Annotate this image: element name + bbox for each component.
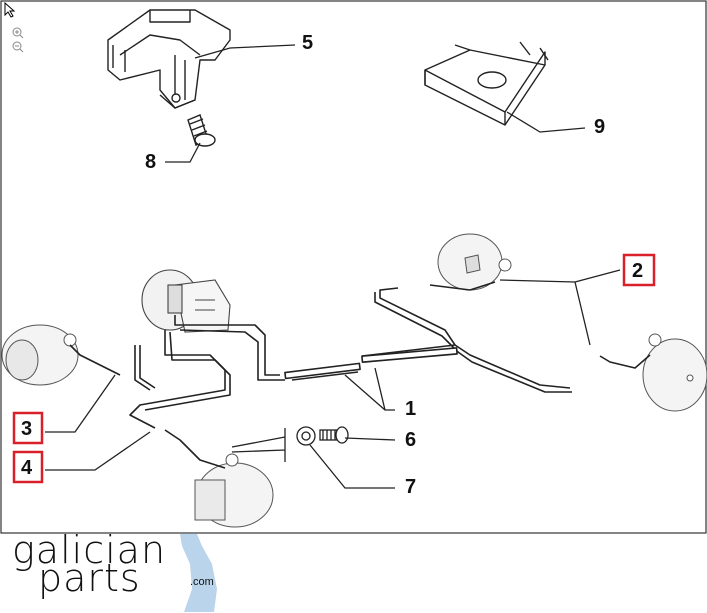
callout-4-box[interactable]: 4 (12, 450, 44, 484)
part-5-bracket[interactable] (107, 9, 231, 109)
assembly-bracket-mark (231, 428, 286, 462)
callout-6: 6 (405, 429, 416, 451)
front-left-brake-disc[interactable] (1, 324, 79, 386)
diagram-frame: 5 8 9 1 6 7 2 3 4 (0, 0, 707, 534)
callout-2: 2 (632, 260, 643, 282)
logo-line-1: galician (12, 528, 167, 572)
leader-lines (45, 44, 621, 489)
part-1-brake-pipes[interactable] (69, 281, 651, 469)
cursor-icon[interactable] (4, 1, 16, 18)
rear-left-caliper[interactable] (194, 453, 274, 528)
front-right-brake-disc[interactable] (437, 233, 512, 291)
zoom-out-icon[interactable] (12, 41, 24, 53)
callout-1: 1 (405, 398, 416, 420)
part-6-bolt[interactable] (319, 426, 349, 444)
callout-8: 8 (145, 151, 156, 173)
part-7-washer[interactable] (296, 426, 316, 446)
callout-3-box[interactable]: 3 (12, 411, 44, 445)
callout-5: 5 (302, 32, 313, 54)
diagram-border (0, 0, 707, 534)
part-9-plate[interactable] (424, 41, 549, 126)
callout-7: 7 (405, 476, 416, 498)
rear-right-brake-disc[interactable] (642, 333, 707, 412)
callout-2-box[interactable]: 2 (622, 253, 656, 287)
callout-3: 3 (21, 418, 32, 440)
logo-map-shape (180, 534, 217, 612)
galicianparts-logo[interactable]: galician parts .com (12, 528, 242, 612)
viewer-toolbar (4, 1, 26, 56)
brake-line-exploded-diagram: 5 8 9 1 6 7 2 3 4 (0, 0, 707, 534)
logo-line-2: parts (38, 556, 141, 600)
zoom-in-icon[interactable] (12, 27, 24, 39)
abs-hydraulic-unit[interactable] (141, 269, 231, 333)
callout-9: 9 (594, 116, 605, 138)
callout-4: 4 (21, 457, 33, 479)
logo-suffix: .com (190, 576, 214, 588)
